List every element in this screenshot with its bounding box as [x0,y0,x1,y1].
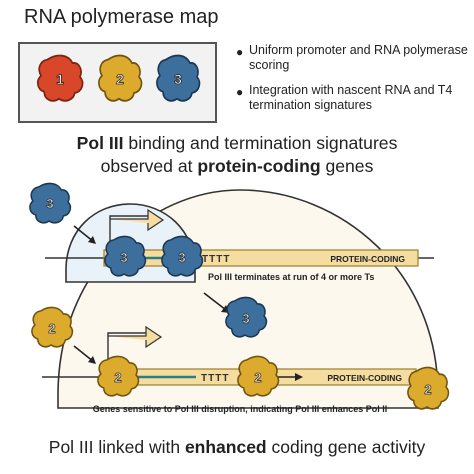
heading-line2-pre: observed at [100,156,198,176]
bottom-caption-pre: Pol III linked with [48,437,185,457]
pol3-promoter-arrow-icon [110,208,165,232]
pol2-bound-promoter-label: 2 [114,370,121,385]
pol2-bound-promoter-icon: 2 [97,355,140,397]
pol2-gene-end-label: 2 [424,382,431,397]
bullet-integration-text: Integration with nascent RNA and T4 term… [249,83,453,112]
heading-line2-post: genes [320,156,374,176]
heading-protein-coding-bold: protein-coding [197,156,321,176]
pol2-elongating-label: 2 [254,370,261,385]
pol2-tttt-label: TTTT [201,373,229,384]
pol2-gene-label: PROTEIN-CODING [327,373,402,383]
pol3-free-label: 3 [46,196,53,211]
heading-pol3-bold: Pol III [76,133,124,153]
legend-pol2-label: 2 [116,71,124,87]
pol3-terminating-icon: 3 [161,235,204,277]
pol3-released-label: 3 [242,311,249,326]
bottom-caption-bold: enhanced [184,437,267,457]
pol3-terminating-label: 3 [178,250,185,265]
pol2-free-icon: 2 [31,306,74,348]
bullet-dot-icon: ● [236,85,244,99]
heading-line1-rest: binding and termination signatures [123,133,398,153]
pol3-bound-promoter-icon: 3 [104,235,147,277]
bottom-caption: Pol III linked with enhanced coding gene… [0,437,474,458]
heading-line-2: observed at protein-coding genes [0,155,474,178]
pol3-released-icon: 3 [225,296,268,338]
polymerase-map-title: RNA polymerase map [24,6,219,28]
pol2-caption: Genes sensitive to Pol III disruption, i… [93,404,388,414]
bullet-scoring-text: Uniform promoter and RNA polymerase scor… [249,43,468,72]
pol2-promoter-stem [107,332,148,369]
heading-line-1: Pol III binding and termination signatur… [0,132,474,155]
bullet-dot-icon: ● [236,45,244,59]
section-heading: Pol III binding and termination signatur… [0,132,474,178]
pol2-elongating-icon: 2 [237,355,280,397]
legend-pol2-icon: 2 [97,54,143,102]
pol2-promoter-arrow-icon [108,325,163,349]
pol2-entry-arrow-head [88,356,96,364]
legend-pol1-label: 1 [56,71,64,87]
pol3-caption: Pol III terminates at run of 4 or more T… [208,272,374,282]
pol2-gene-end-icon: 2 [407,366,450,410]
pol2-free-label: 2 [48,321,55,336]
legend-pol3-label: 3 [174,71,182,87]
pol3-promoter-stem [109,215,152,250]
bullet-integration: ● Integration with nascent RNA and T4 te… [236,83,472,117]
pol2-elongation-arrow-head [295,373,303,381]
pol3-bound-promoter-label: 3 [120,250,127,265]
pol3-free-icon: 3 [29,182,72,224]
pol3-tttt-label: TTTT [202,254,230,265]
pol3-gene-label: PROTEIN-CODING [330,254,405,264]
legend-pol1-icon: 1 [36,54,84,102]
bullet-scoring: ● Uniform promoter and RNA polymerase sc… [236,43,472,77]
legend-pol3-icon: 3 [155,54,201,102]
pol3-release-arrow [203,292,227,311]
bottom-caption-post: coding gene activity [266,437,426,457]
pol3-entry-arrow-head [88,236,96,244]
